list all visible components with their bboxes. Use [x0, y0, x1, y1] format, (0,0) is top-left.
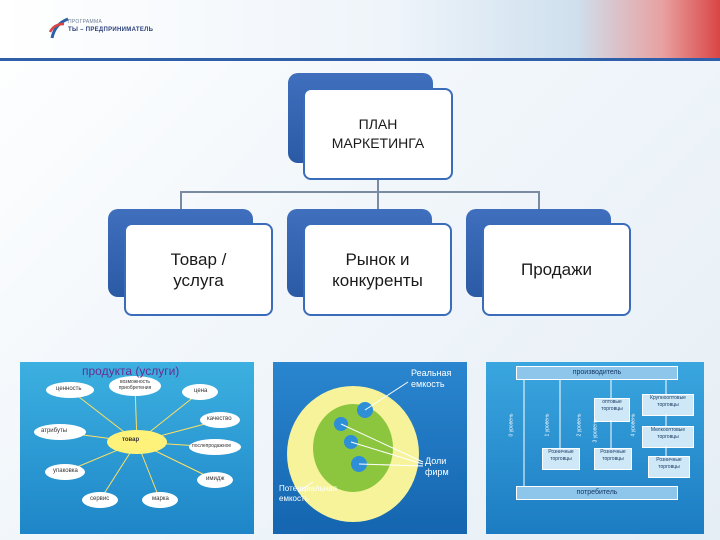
thumb1-node: послепродажное — [192, 443, 232, 449]
thumb3-bottom-bar: потребитель — [516, 486, 678, 500]
thumb3-box: Крупнооптовые торговцы — [642, 394, 694, 416]
distribution-channels-image: производитель потребитель оптовые торгов… — [486, 362, 704, 534]
market-capacity-image: Реальная емкость Потенциальная емкость Д… — [273, 362, 467, 534]
child-box-sales: Продажи — [466, 209, 631, 317]
thumb3-box: Розничные торговцы — [594, 448, 632, 470]
thumb1-node: имидж — [206, 476, 225, 482]
child-label-market: Рынок и конкуренты — [332, 249, 423, 290]
thumb1-node: атрибуты — [41, 428, 68, 434]
thumb1-center: товар — [122, 437, 140, 443]
thumb3-box: Мелкооптовые торговцы — [642, 426, 694, 448]
child-box-product: Товар / услуга — [108, 209, 273, 317]
program-logo: ПРОГРАММА ТЫ – ПРЕДПРИНИМАТЕЛЬ — [48, 14, 168, 46]
thumb3-box: Розничные торговцы — [542, 448, 580, 470]
root-box: ПЛАН МАРКЕТИНГА — [288, 73, 453, 183]
logo-title: ТЫ – ПРЕДПРИНИМАТЕЛЬ — [68, 27, 154, 33]
thumb3-box: Розничные торговцы — [648, 456, 690, 478]
root-label: ПЛАН МАРКЕТИНГА — [331, 116, 425, 151]
thumb3-level-label: 4 уровень — [630, 413, 637, 437]
thumb1-node: возможность приобретения — [118, 379, 152, 391]
thumb2-potential-capacity: Потенциальная емкость — [279, 484, 337, 503]
logo-caption: ПРОГРАММА — [68, 19, 103, 25]
header-bar — [0, 0, 720, 58]
thumb3-box: оптовые торговцы — [594, 398, 630, 422]
connector-horizontal — [180, 191, 540, 193]
connector-right — [538, 191, 540, 209]
child-box-market: Рынок и конкуренты — [287, 209, 452, 317]
thumb2-real-capacity: Реальная емкость — [411, 368, 452, 389]
product-attributes-image: продукта (услуги) товар ценность возможн… — [20, 362, 254, 534]
thumb3-level-label: 3 уровень — [592, 419, 599, 443]
logo-swoosh-icon — [48, 17, 69, 39]
connector-left — [180, 191, 182, 209]
connector-center — [377, 191, 379, 209]
thumb3-level-label: 0 уровень — [508, 413, 515, 437]
thumb1-node: упаковка — [53, 468, 78, 474]
thumb1-node: марка — [152, 496, 169, 502]
thumb2-firm-shares: Доли фирм — [425, 456, 449, 477]
header-divider — [0, 58, 720, 61]
thumb1-node: ценность — [56, 386, 82, 392]
thumb3-top-bar: производитель — [516, 366, 678, 380]
connector-root-down — [377, 180, 379, 192]
thumb1-node: качество — [207, 416, 232, 422]
thumb1-node: цена — [194, 388, 208, 394]
child-label-product: Товар / услуга — [170, 249, 227, 290]
thumb1-node: сервис — [90, 496, 110, 502]
thumb3-level-label: 1 уровень — [544, 413, 551, 437]
thumb1-title: продукта (услуги) — [82, 364, 180, 378]
child-label-sales: Продажи — [521, 260, 592, 279]
thumb3-level-label: 2 уровень — [576, 413, 583, 437]
